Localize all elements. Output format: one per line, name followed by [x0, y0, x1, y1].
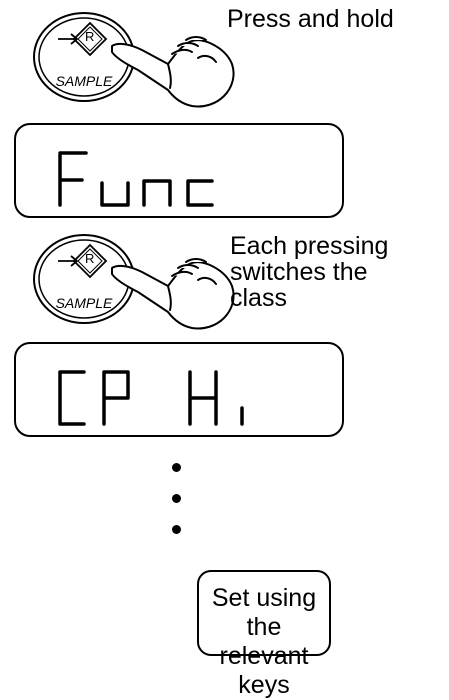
instruction-line-2: switches the — [230, 258, 368, 286]
instruction-line-3: class — [230, 284, 287, 312]
pressing-hand-icon-2 — [108, 246, 238, 336]
sample-key[interactable]: R SAMPLE — [32, 11, 136, 103]
continuation-dot-1 — [172, 463, 181, 472]
result-box: Set using the relevant keys — [197, 570, 331, 699]
sample-key-2[interactable]: R SAMPLE — [32, 233, 136, 325]
continuation-text: ••• — [0, 0, 1, 1]
key-symbol-label-2: R — [85, 251, 95, 266]
continuation-dot-3 — [172, 525, 181, 534]
key-label: SAMPLE — [55, 73, 113, 89]
key-symbol-label: R — [85, 29, 95, 44]
lcd-digits-cphi — [58, 370, 244, 426]
instruction-each-pressing: Each pressing switches the class — [230, 233, 388, 311]
key-label-2: SAMPLE — [55, 295, 113, 311]
continuation-dot-2 — [172, 494, 181, 503]
lcd-display-func: Func — [14, 123, 344, 218]
instruction-press-and-hold: Press and hold — [227, 5, 394, 33]
pressing-hand-icon — [108, 24, 238, 114]
lcd-digits-func — [58, 151, 214, 207]
result-line-2: relevant keys — [219, 642, 309, 699]
instruction-line-1: Each pressing — [230, 232, 389, 260]
result-line-1: Set using the — [211, 584, 317, 641]
lcd-display-cphi: CP Hi — [14, 342, 344, 437]
